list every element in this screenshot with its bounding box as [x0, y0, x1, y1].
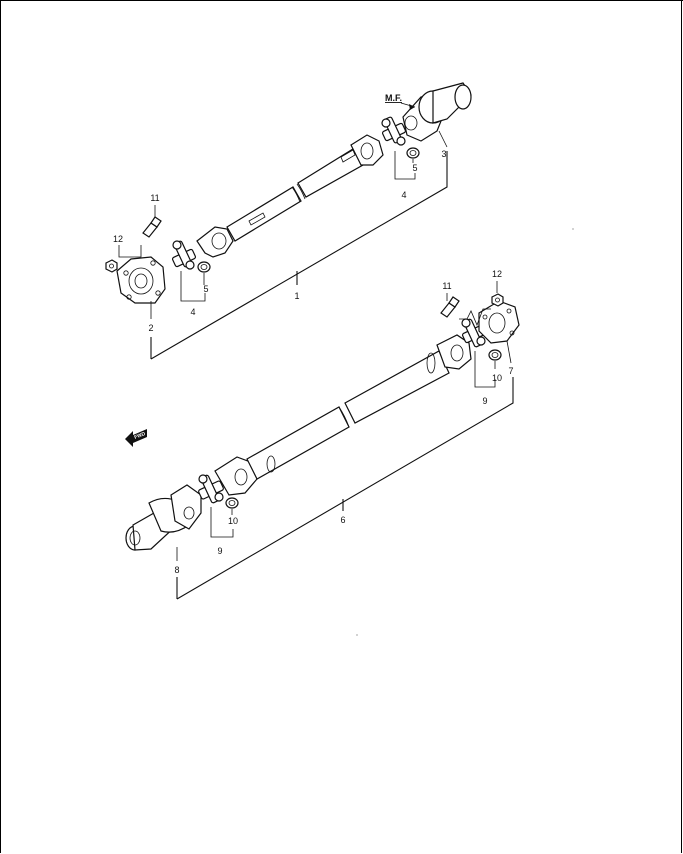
callout-6: 6: [340, 515, 345, 525]
fwd-label: FWD: [134, 431, 147, 441]
callout-4-upper-front: 4: [190, 307, 195, 317]
circlip-lower-rear: [488, 349, 502, 361]
callout-9-lower-front: 9: [217, 546, 222, 556]
mf-label: M.F.: [385, 93, 402, 103]
callout-11-upper: 11: [150, 193, 159, 203]
lower-propeller-shaft: [125, 293, 520, 551]
callout-9-lower-rear: 9: [482, 396, 487, 406]
callout-5-upper-rear: 5: [412, 163, 417, 173]
circlip-upper-rear: [406, 147, 420, 159]
nut-upper: [105, 259, 118, 273]
circlip-upper-front: [197, 261, 211, 273]
callout-11-lower: 11: [442, 281, 451, 291]
callout-labels: 1 2 3 4 4 5 5 6 7 8 9 9 10 10 11 11 12 1…: [113, 149, 514, 575]
callout-10-lower-front: 10: [228, 516, 238, 526]
callout-2: 2: [148, 323, 153, 333]
leader-lines: [118, 130, 514, 600]
fwd-arrow-icon: FWD: [125, 429, 147, 447]
flange-yoke-lower: [478, 300, 520, 344]
callout-10-lower-rear: 10: [492, 373, 502, 383]
callout-4-upper-rear: 4: [401, 190, 406, 200]
circlip-lower-front: [225, 497, 239, 509]
callout-1: 1: [294, 291, 299, 301]
callout-12-lower: 12: [492, 269, 502, 279]
callout-3: 3: [441, 149, 446, 159]
nut-lower: [491, 293, 504, 307]
callout-8: 8: [174, 565, 179, 575]
callout-7: 7: [508, 366, 513, 376]
callout-12-upper: 12: [113, 234, 123, 244]
upper-propeller-shaft: [105, 82, 472, 304]
callout-5-upper-front: 5: [203, 284, 208, 294]
flange-yoke-upper: [116, 256, 166, 304]
